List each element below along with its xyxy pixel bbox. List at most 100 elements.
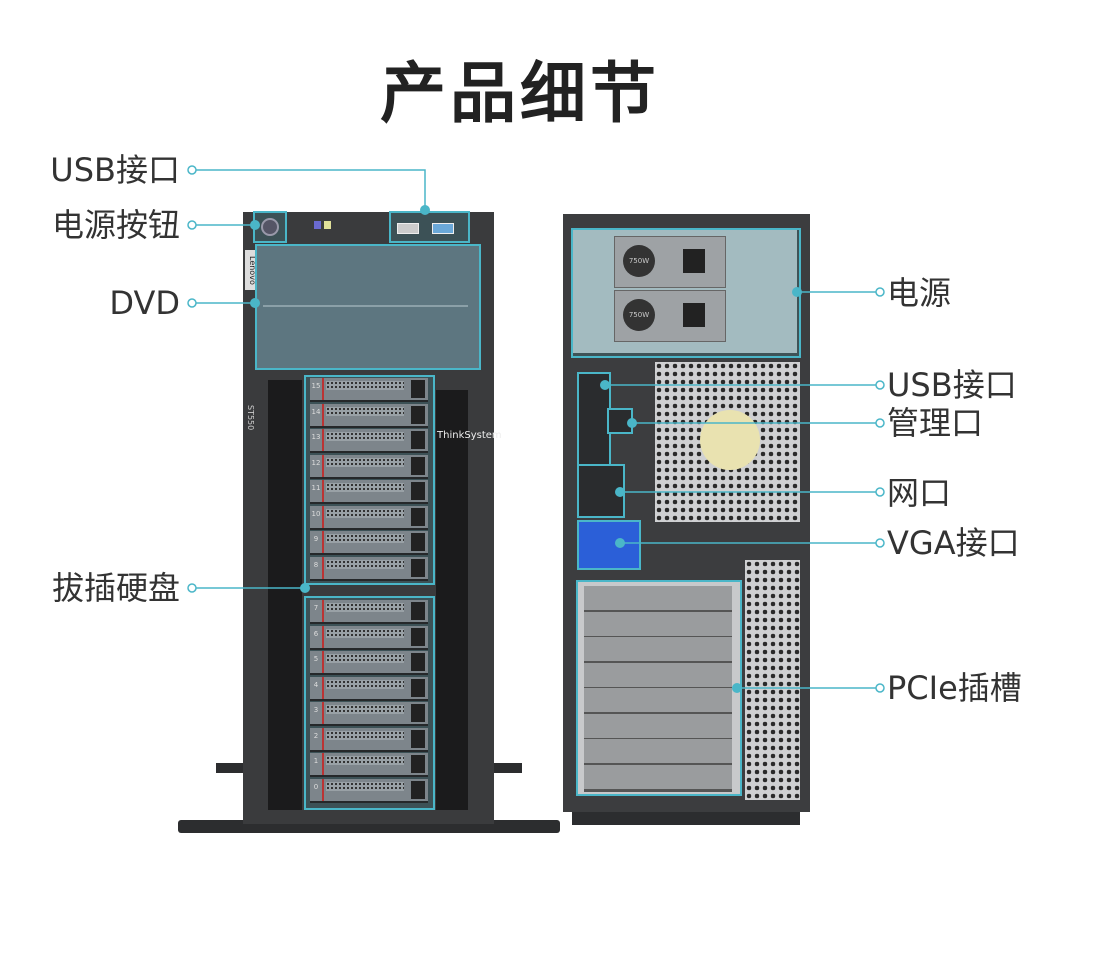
psu-1: 750W xyxy=(614,236,726,288)
label-usb-rear: USB接口 xyxy=(887,366,1017,404)
label-dvd: DVD xyxy=(109,284,180,322)
bay-grill xyxy=(326,654,404,663)
dvd-divider xyxy=(263,305,468,307)
status-led-icon xyxy=(324,221,331,229)
bay-grill xyxy=(326,381,404,390)
bay-number: 4 xyxy=(313,680,319,689)
power-button[interactable] xyxy=(261,218,279,236)
bay-stripe xyxy=(322,727,324,750)
bay-number: 0 xyxy=(313,782,319,791)
label-usb-front: USB接口 xyxy=(50,151,180,189)
label-psu: 电源 xyxy=(887,274,952,312)
psu-2: 750W xyxy=(614,290,726,342)
bay-grill xyxy=(326,432,404,441)
label-network: 网口 xyxy=(887,474,952,512)
bay-stripe xyxy=(322,556,324,579)
bay-number: 2 xyxy=(313,731,319,740)
drive-bay[interactable]: 1 xyxy=(310,753,428,777)
bay-stripe xyxy=(322,651,324,673)
bay-number: 9 xyxy=(313,535,319,543)
bay-grill xyxy=(326,559,404,569)
bay-latch[interactable] xyxy=(411,456,425,475)
bay-stripe xyxy=(322,480,324,502)
bay-latch[interactable] xyxy=(411,678,425,697)
drive-bay[interactable]: 9 xyxy=(310,531,428,555)
bay-stripe xyxy=(322,531,324,553)
bay-grill xyxy=(326,508,404,518)
bay-number: 15 xyxy=(311,382,321,390)
vga-port[interactable] xyxy=(577,520,641,570)
pcie-slot-cover xyxy=(584,764,732,792)
bay-number: 3 xyxy=(313,706,319,714)
bay-stripe xyxy=(322,429,324,451)
fan-hub xyxy=(700,410,760,470)
back-foot xyxy=(572,808,800,825)
bay-stripe xyxy=(322,454,324,477)
bay-grill xyxy=(326,705,404,714)
drive-bay[interactable]: 8 xyxy=(310,556,428,581)
usb-port[interactable] xyxy=(397,223,419,234)
bay-stripe xyxy=(322,403,324,426)
bay-latch[interactable] xyxy=(411,405,425,424)
drive-bay[interactable]: 7 xyxy=(310,600,428,624)
bay-number: 6 xyxy=(313,629,319,638)
drive-bay[interactable]: 11 xyxy=(310,480,428,504)
drive-bay[interactable]: 15 xyxy=(310,378,428,402)
drive-bay[interactable]: 2 xyxy=(310,727,428,752)
drive-bay[interactable]: 0 xyxy=(310,778,428,803)
usb3-port[interactable] xyxy=(432,223,454,234)
drive-bay[interactable]: 5 xyxy=(310,651,428,675)
bay-grill xyxy=(326,483,404,492)
drive-bay[interactable]: 6 xyxy=(310,625,428,650)
bay-grill xyxy=(326,406,404,416)
foot-right xyxy=(492,763,522,773)
bay-stripe xyxy=(322,378,324,400)
psu-fan-icon: 750W xyxy=(623,245,655,277)
bay-grill xyxy=(326,603,404,612)
pcie-slot-cover xyxy=(584,662,732,690)
bay-latch[interactable] xyxy=(411,627,425,646)
bay-latch[interactable] xyxy=(411,653,425,671)
drive-bay[interactable]: 10 xyxy=(310,505,428,530)
bay-stripe xyxy=(322,505,324,528)
bay-number: 7 xyxy=(313,604,319,612)
bay-latch[interactable] xyxy=(411,558,425,577)
front-vent-left xyxy=(268,380,302,810)
bay-number: 14 xyxy=(311,407,321,416)
bay-latch[interactable] xyxy=(411,602,425,620)
bay-latch[interactable] xyxy=(411,533,425,551)
bay-latch[interactable] xyxy=(411,507,425,526)
id-led-icon xyxy=(314,221,321,229)
bay-grill xyxy=(326,457,404,467)
foot-left xyxy=(216,763,246,773)
label-drives: 拔插硬盘 xyxy=(51,569,180,607)
bay-stripe xyxy=(322,753,324,775)
bay-number: 10 xyxy=(311,509,321,518)
drive-bay[interactable]: 13 xyxy=(310,429,428,453)
brand-logo: Lenovo xyxy=(245,250,257,290)
bay-latch[interactable] xyxy=(411,380,425,398)
bay-grill xyxy=(326,628,404,638)
bay-latch[interactable] xyxy=(411,729,425,748)
side-grill xyxy=(745,560,800,800)
bay-latch[interactable] xyxy=(411,704,425,722)
label-mgmt: 管理口 xyxy=(887,404,984,442)
drive-bay[interactable]: 12 xyxy=(310,454,428,479)
bay-latch[interactable] xyxy=(411,431,425,449)
dvd-bays xyxy=(255,244,481,370)
bay-grill xyxy=(326,534,404,543)
bay-number: 8 xyxy=(313,560,319,569)
drive-bay[interactable]: 4 xyxy=(310,676,428,701)
psu-fan-icon: 750W xyxy=(623,299,655,331)
bay-grill xyxy=(326,756,404,765)
bay-number: 12 xyxy=(311,458,321,467)
series-label: ThinkSystem xyxy=(437,430,502,441)
bay-latch[interactable] xyxy=(411,482,425,500)
bay-grill xyxy=(326,781,404,791)
drive-bay[interactable]: 3 xyxy=(310,702,428,726)
drive-bay[interactable]: 14 xyxy=(310,403,428,428)
bay-latch[interactable] xyxy=(411,780,425,799)
bay-latch[interactable] xyxy=(411,755,425,773)
bay-grill xyxy=(326,730,404,740)
